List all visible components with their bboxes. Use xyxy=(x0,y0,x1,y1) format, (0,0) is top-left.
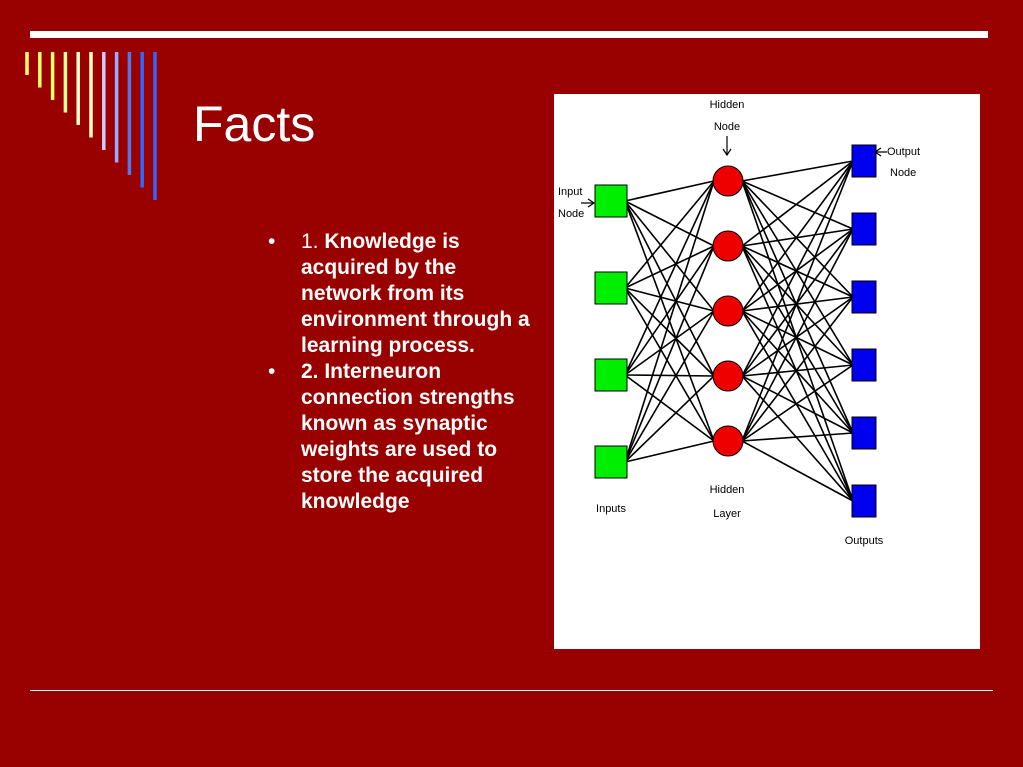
neural-network-diagram: Hidden Node Input Node Output Node Input… xyxy=(554,94,980,649)
hidden-node-label-line2: Node xyxy=(714,121,740,133)
input-hidden-edge xyxy=(624,180,715,289)
input-hidden-edge xyxy=(624,180,715,463)
hidden-output-edge xyxy=(741,245,854,366)
input-node xyxy=(594,445,628,479)
outputs-label: Outputs xyxy=(845,535,884,547)
input-hidden-edge xyxy=(624,180,715,376)
input-node-label-line2: Node xyxy=(558,208,584,220)
hidden-output-edge xyxy=(741,375,854,434)
bullet-dot: • xyxy=(268,360,276,383)
output-node-label-line2: Node xyxy=(890,167,916,179)
bullet-text: Knowledge is acquired by the network fro… xyxy=(301,230,530,357)
input-hidden-edge xyxy=(624,287,715,312)
hidden-output-edge xyxy=(741,296,854,442)
output-node xyxy=(851,348,877,382)
input-hidden-edge xyxy=(624,287,715,442)
nodes-group xyxy=(594,144,877,518)
input-hidden-edge xyxy=(624,310,715,463)
hidden-output-edge xyxy=(741,180,854,434)
hidden-node-label-line1: Hidden xyxy=(710,99,745,111)
hidden-output-edge xyxy=(741,180,854,298)
output-node-label-line1: Output xyxy=(887,146,920,158)
network-svg: Hidden Node Input Node Output Node Input… xyxy=(558,99,920,547)
input-hidden-edge xyxy=(624,287,715,377)
input-hidden-edge xyxy=(624,245,715,376)
bullet-item-1: • 1. Knowledge is acquired by the networ… xyxy=(268,229,533,359)
bullet-item-2: • 2. Interneuron connection strengths kn… xyxy=(268,359,533,515)
hidden-layer-label-line1: Hidden xyxy=(710,484,745,496)
hidden-output-edge xyxy=(741,160,854,247)
output-node xyxy=(851,416,877,450)
bullet-list: • 1. Knowledge is acquired by the networ… xyxy=(268,229,533,515)
input-hidden-edge xyxy=(624,374,715,442)
input-hidden-edge xyxy=(624,375,715,463)
hidden-output-edge xyxy=(741,364,854,442)
hidden-node xyxy=(712,425,744,457)
bullet-number: 1. xyxy=(301,230,325,253)
hidden-output-edge xyxy=(741,296,854,312)
hidden-output-edge xyxy=(741,160,854,442)
hidden-node xyxy=(712,295,744,327)
output-node-arrow-icon xyxy=(873,147,887,157)
output-node xyxy=(851,484,877,518)
edges-group xyxy=(624,160,854,502)
hidden-output-edge xyxy=(741,245,854,298)
hidden-node xyxy=(712,360,744,392)
hidden-output-edge xyxy=(741,228,854,442)
input-hidden-edge xyxy=(624,310,715,376)
input-hidden-edge xyxy=(624,245,715,289)
bullet-text: 2. Interneuron connection strengths know… xyxy=(301,360,515,513)
bullet-body: 1. Knowledge is acquired by the network … xyxy=(301,229,533,359)
hidden-node xyxy=(712,230,744,262)
hidden-output-edge xyxy=(741,310,854,366)
bullet-dot: • xyxy=(268,230,276,253)
hidden-output-edge xyxy=(741,310,854,502)
hidden-layer-label-line2: Layer xyxy=(713,508,741,520)
input-hidden-edge xyxy=(624,245,715,463)
input-hidden-edge xyxy=(624,200,715,247)
output-node xyxy=(851,280,877,314)
hidden-output-edge xyxy=(741,432,854,442)
output-node xyxy=(851,144,877,178)
decorative-stripes xyxy=(25,52,157,200)
input-hidden-edge xyxy=(624,374,715,377)
hidden-output-edge xyxy=(741,228,854,247)
input-hidden-edge xyxy=(624,200,715,312)
input-node-arrow-icon xyxy=(581,198,596,208)
input-node-label-line1: Input xyxy=(558,186,582,198)
label-arrows xyxy=(581,136,887,208)
hidden-output-edge xyxy=(741,160,854,312)
hidden-node-arrow-icon xyxy=(722,136,732,157)
hidden-output-edge xyxy=(741,160,854,182)
hidden-output-edge xyxy=(741,440,854,502)
hidden-node xyxy=(712,165,744,197)
hidden-output-edge xyxy=(741,310,854,434)
hidden-output-edge xyxy=(741,375,854,502)
hidden-output-edge xyxy=(741,364,854,377)
hidden-output-edge xyxy=(741,180,854,230)
output-node xyxy=(851,212,877,246)
input-hidden-edge xyxy=(624,440,715,463)
hidden-output-edge xyxy=(741,160,854,377)
input-node xyxy=(594,358,628,392)
hidden-output-edge xyxy=(741,245,854,434)
bottom-rule xyxy=(30,690,993,691)
hidden-output-edge xyxy=(741,180,854,366)
inputs-label: Inputs xyxy=(596,503,626,515)
top-rule xyxy=(30,31,988,38)
slide-title: Facts xyxy=(193,96,316,152)
input-node xyxy=(594,271,628,305)
input-hidden-edge xyxy=(624,200,715,377)
input-hidden-edge xyxy=(624,180,715,202)
hidden-output-edge xyxy=(741,245,854,502)
input-node xyxy=(594,184,628,218)
